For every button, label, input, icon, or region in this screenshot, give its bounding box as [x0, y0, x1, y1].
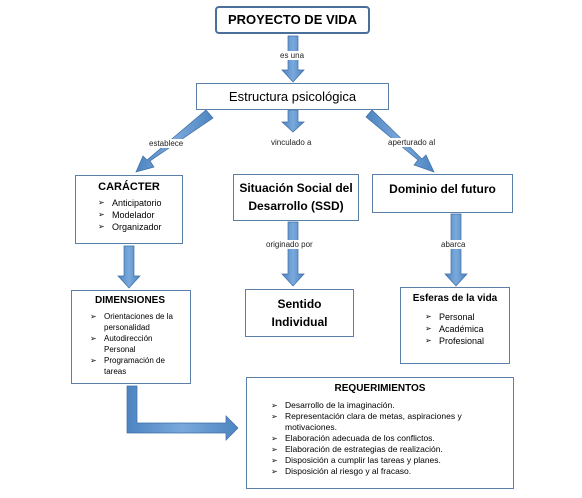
node-title: PROYECTO DE VIDA	[227, 12, 358, 27]
list-item: Autodirección Personal	[90, 333, 186, 355]
list-item: Modelador	[98, 209, 182, 221]
node-dominio-del-futuro: Dominio del futuro	[372, 174, 513, 213]
edge-label-vinculado-a: vinculado a	[270, 138, 313, 147]
edge-label-establece: establece	[148, 139, 185, 148]
node-title: Estructura psicológica	[228, 89, 357, 104]
node-title: CARÁCTER	[98, 181, 160, 193]
list-item: Representación clara de metas, aspiracio…	[271, 411, 507, 433]
list-item: Personal	[425, 311, 509, 323]
list-item: Desarrollo de la imaginación.	[271, 400, 507, 411]
esferas-list: Personal Académica Profesional	[425, 311, 509, 347]
arrow-estructura-ssd	[281, 109, 305, 133]
node-title: Situación Social del Desarrollo (SSD)	[239, 181, 353, 213]
list-item: Orientaciones de la personalidad	[90, 311, 186, 333]
list-item: Elaboración adecuada de los conflictos.	[271, 433, 507, 444]
edge-label-originado-por: originado por	[265, 240, 314, 249]
list-item: Programación de tareas	[90, 355, 186, 377]
list-item: Profesional	[425, 335, 509, 347]
list-item: Elaboración de estrategias de realizació…	[271, 444, 507, 455]
edge-label-es-una: es una	[279, 51, 306, 60]
edge-label-abarca: abarca	[440, 240, 467, 249]
requerimientos-list: Desarrollo de la imaginación. Representa…	[271, 400, 507, 477]
list-item: Anticipatorio	[98, 197, 182, 209]
node-sentido-individual: Sentido Individual	[245, 289, 354, 337]
list-item: Organizador	[98, 221, 182, 233]
node-estructura-psicologica: Estructura psicológica	[196, 83, 389, 110]
node-proyecto-de-vida: PROYECTO DE VIDA	[215, 6, 370, 34]
node-requerimientos: REQUERIMIENTOS Desarrollo de la imaginac…	[246, 377, 514, 489]
caracter-list: Anticipatorio Modelador Organizador	[98, 197, 182, 233]
node-title: REQUERIMIENTOS	[334, 383, 426, 394]
node-ssd: Situación Social del Desarrollo (SSD)	[233, 174, 359, 221]
node-caracter: CARÁCTER Anticipatorio Modelador Organiz…	[75, 175, 183, 244]
edge-label-aperturado-al: aperturado al	[387, 138, 437, 147]
list-item: Disposición al riesgo y al fracaso.	[271, 466, 507, 477]
node-esferas-de-la-vida: Esferas de la vida Personal Académica Pr…	[400, 287, 510, 364]
node-title: Sentido Individual	[271, 297, 328, 329]
arrow-caracter-dimensiones	[117, 245, 141, 289]
dimensiones-list: Orientaciones de la personalidad Autodir…	[90, 311, 186, 377]
node-title: DIMENSIONES	[95, 295, 166, 306]
node-title: Esferas de la vida	[412, 293, 498, 304]
node-title: Dominio del futuro	[389, 182, 496, 196]
arrow-dimensiones-requerimientos	[126, 385, 239, 441]
arrow-ssd-sentido	[281, 221, 305, 287]
list-item: Académica	[425, 323, 509, 335]
node-dimensiones: DIMENSIONES Orientaciones de la personal…	[71, 290, 191, 384]
list-item: Disposición a cumplir las tareas y plane…	[271, 455, 507, 466]
arrow-dominio-esferas	[444, 213, 468, 287]
